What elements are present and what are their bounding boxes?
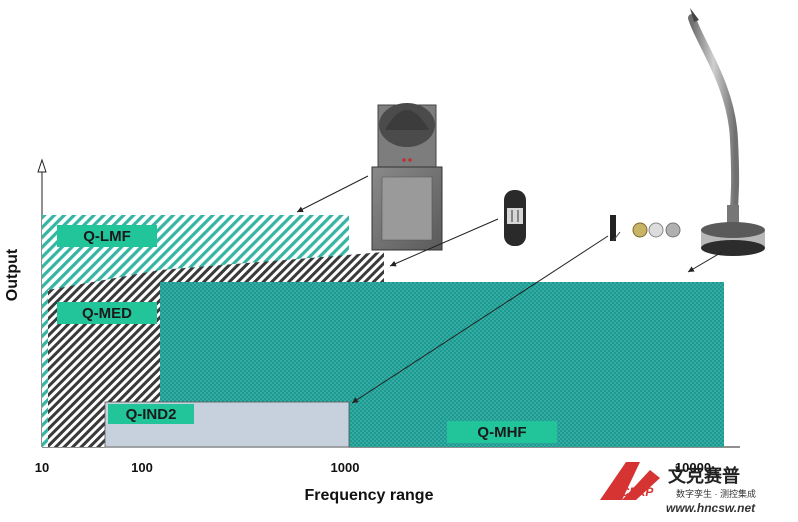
label-q-med-text: Q-MED bbox=[82, 305, 132, 322]
x-tick-label: 10 bbox=[35, 460, 49, 475]
shaker-device-image bbox=[371, 103, 443, 251]
watermark-brand-letters: CCEXP bbox=[612, 485, 654, 499]
x-tick-label: 100 bbox=[131, 460, 153, 475]
arrow-to-q-ind2 bbox=[351, 235, 609, 404]
arrow-to-q-mhf bbox=[687, 251, 723, 273]
pointer-arrows bbox=[296, 175, 723, 404]
arrow-to-q-lmf bbox=[296, 175, 369, 213]
watermark-tagline: 数字孪生 · 测控集成 bbox=[676, 488, 756, 499]
x-tick-label: 10000 bbox=[675, 460, 711, 475]
label-q-mhf-text: Q-MHF bbox=[477, 424, 526, 441]
label-q-ind2-text: Q-IND2 bbox=[126, 406, 177, 423]
x-tick-label: 1000 bbox=[331, 460, 360, 475]
watermark-logo-icon: CCEXP bbox=[600, 462, 660, 500]
band-q-med bbox=[48, 252, 384, 447]
y-axis-arrow-icon bbox=[37, 158, 47, 173]
arrow-to-q-med bbox=[389, 218, 499, 267]
label-q-med: Q-MED bbox=[57, 302, 157, 324]
y-axis-title: Output bbox=[4, 248, 21, 301]
gooseneck-microphone-image bbox=[688, 8, 765, 256]
mini-sensor-coins-image bbox=[610, 215, 681, 242]
label-q-lmf-text: Q-LMF bbox=[83, 228, 130, 245]
watermark: CCEXP 文克赛普 数字孪生 · 测控集成 www.hncsw.net bbox=[600, 462, 756, 515]
label-q-mhf: Q-MHF bbox=[447, 421, 557, 443]
watermark-logo-text: 文克赛普 bbox=[668, 465, 740, 486]
watermark-url: www.hncsw.net bbox=[666, 501, 756, 515]
accelerometer-image bbox=[504, 190, 526, 246]
band-q-ind2 bbox=[104, 401, 350, 448]
label-q-ind2: Q-IND2 bbox=[108, 404, 194, 424]
x-axis-title: Frequency range bbox=[305, 487, 434, 504]
label-q-lmf: Q-LMF bbox=[57, 225, 157, 247]
